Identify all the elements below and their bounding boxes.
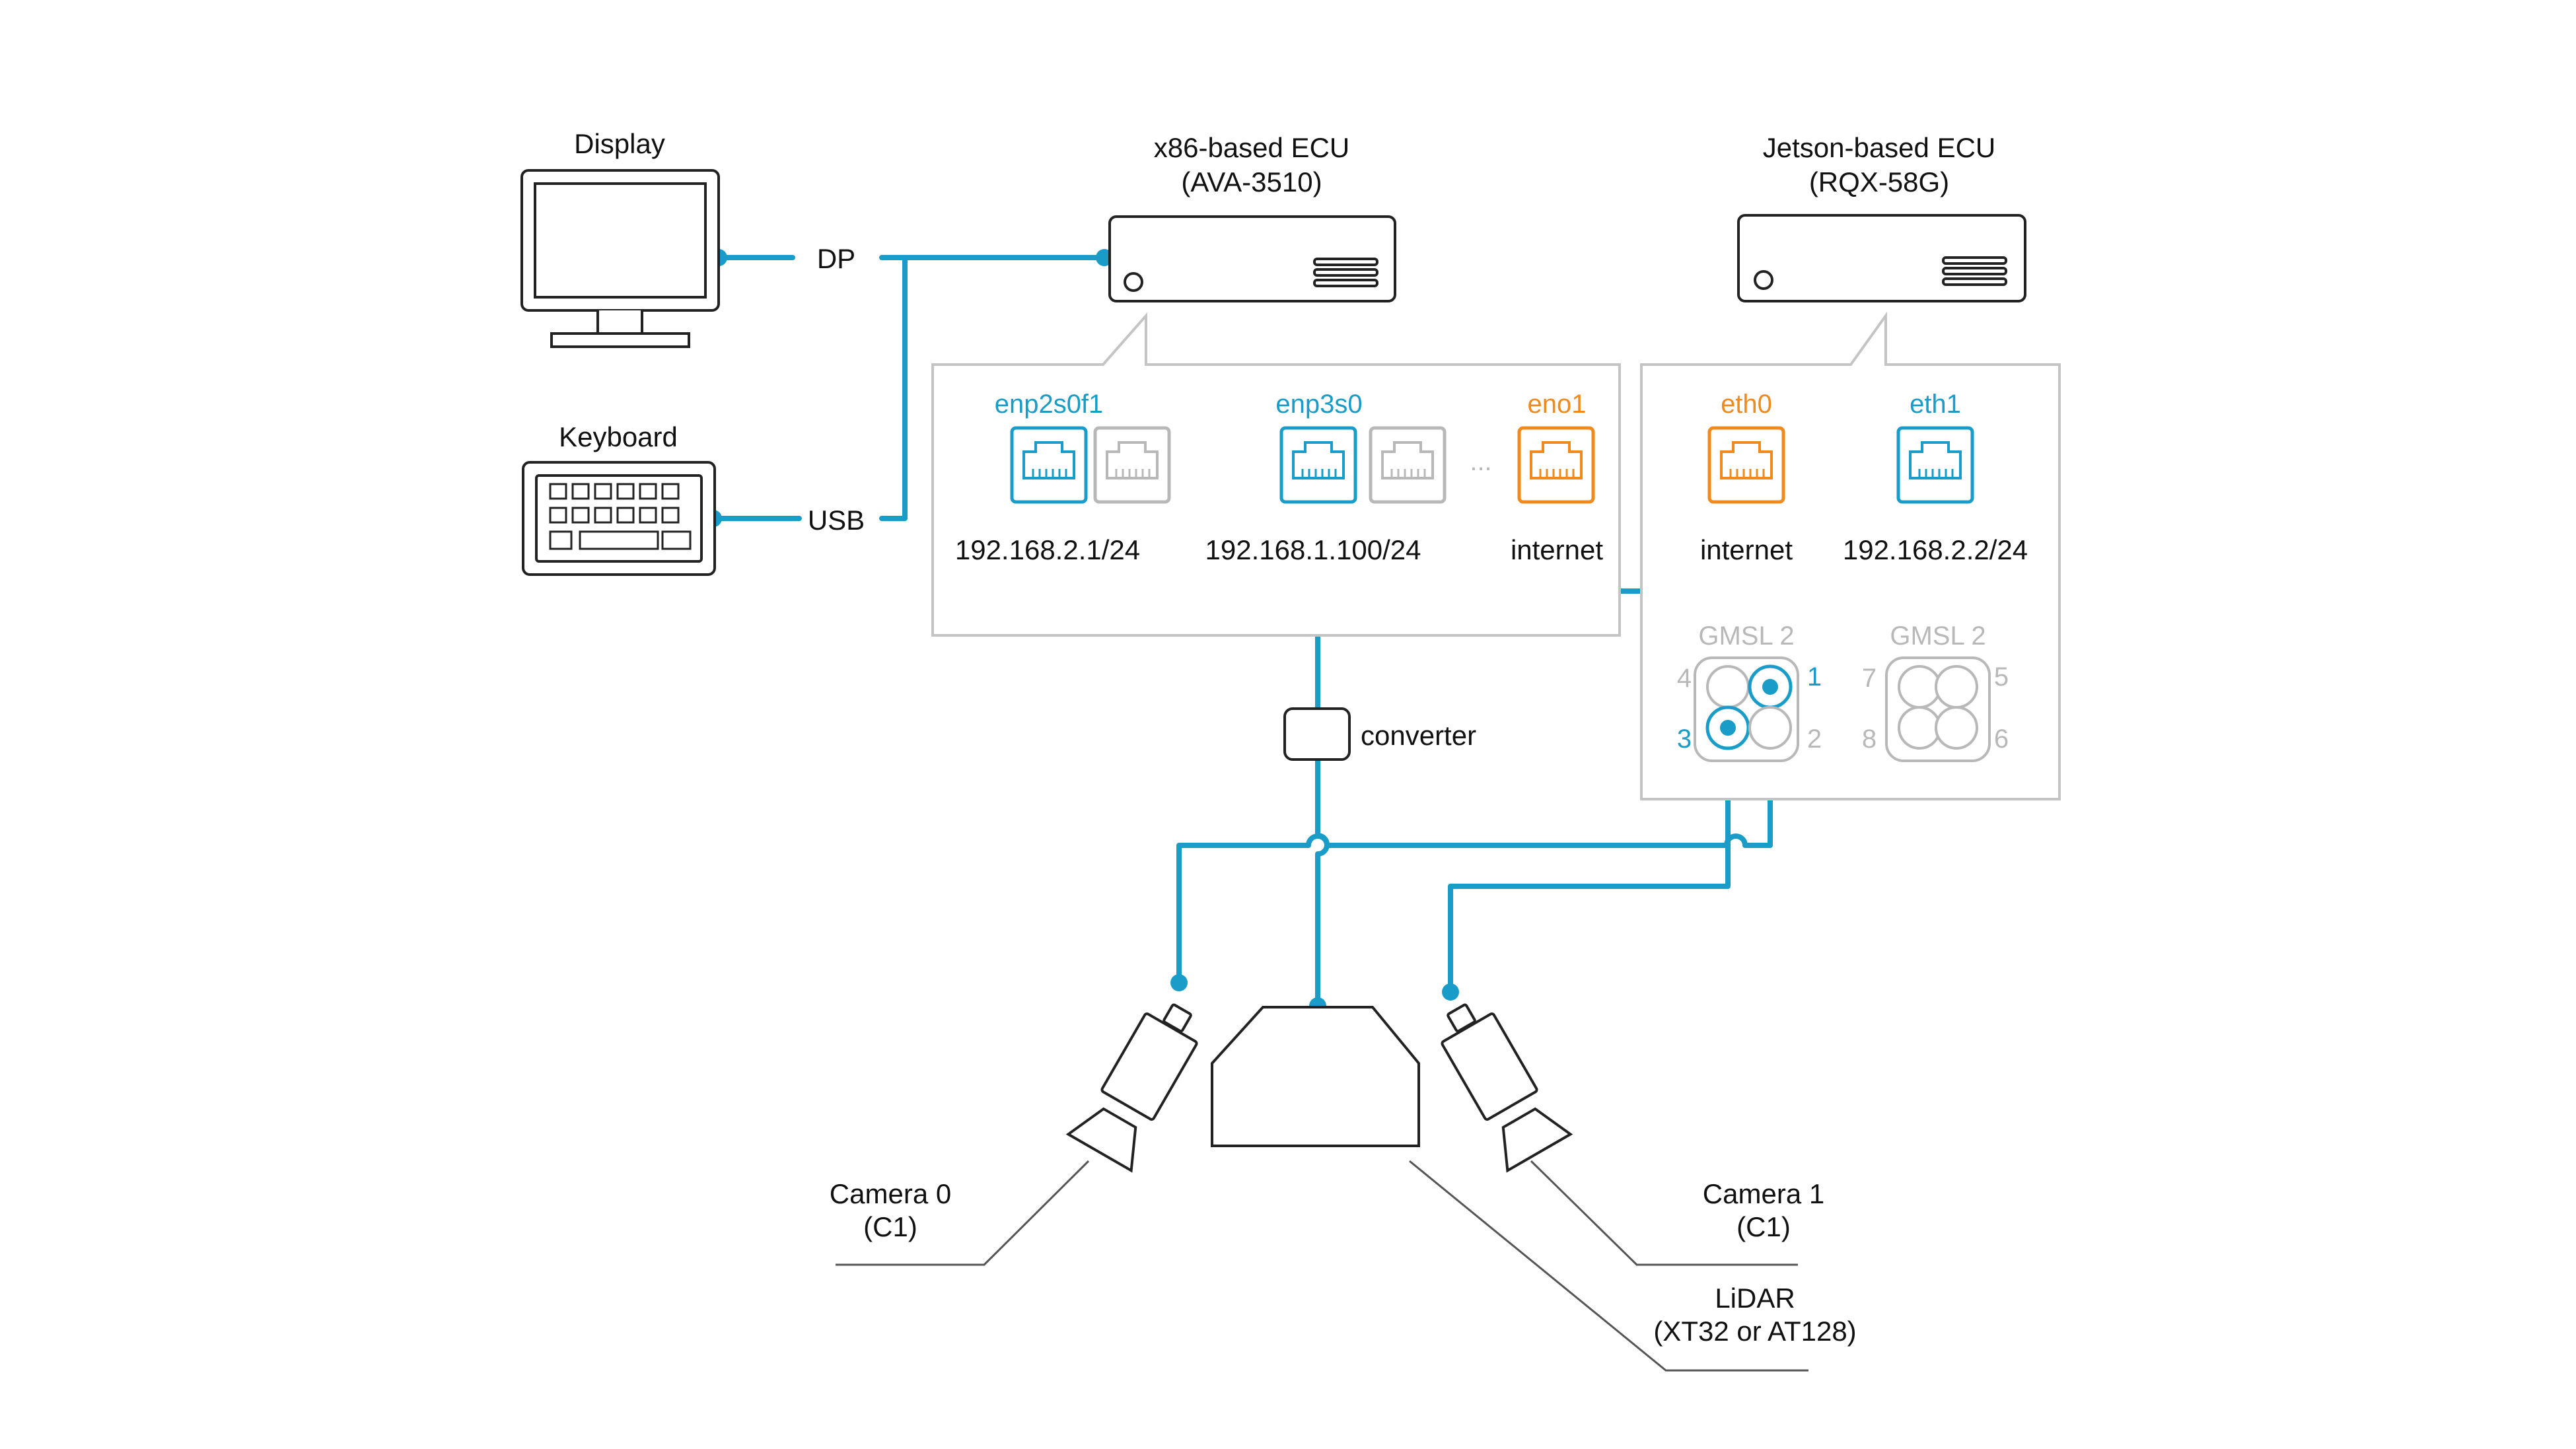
lidar-device (1211, 1006, 1420, 1147)
usb-label: USB (808, 505, 865, 536)
eth0-port-icon (1709, 428, 1783, 502)
lidar-leader (1409, 1160, 1808, 1372)
port-eth0-name: eth0 (1721, 390, 1772, 419)
port-eth0-address: internet (1700, 534, 1793, 565)
camera1-leader (1530, 1160, 1798, 1266)
usb-cable-ecu (879, 255, 908, 521)
gmsl-b-port-7: 7 (1862, 664, 1877, 693)
x86-ecu-model: (AVA-3510) (1181, 166, 1322, 197)
gmsl-connector-a (1694, 656, 1799, 762)
gmsl-b-port-6: 6 (1994, 725, 2009, 754)
port-eno1-name: eno1 (1528, 390, 1587, 419)
enp3s0-port-icon (1281, 428, 1355, 502)
camera1-label: Camera 1 (1703, 1178, 1824, 1209)
lidar-model: (XT32 or AT128) (1653, 1316, 1856, 1347)
camera0-leader (836, 1160, 1090, 1266)
link-gmsl1-camera0 (1176, 684, 1773, 985)
jetson-ecu-title: Jetson-based ECU (1763, 132, 1996, 163)
camera0-device (1065, 1003, 1198, 1173)
gmsl-a-port-1: 1 (1807, 662, 1822, 691)
link-gmsl3-camera1 (1448, 725, 1731, 995)
converter-box (1283, 707, 1351, 761)
gmsl-b-label: GMSL 2 (1890, 621, 1986, 651)
eno1-port-icon (1519, 428, 1593, 502)
port-enp3s0-address: 192.168.1.100/24 (1205, 534, 1421, 565)
camera1-device (1441, 1003, 1573, 1173)
keyboard-label: Keyboard (559, 421, 678, 452)
display-device (520, 169, 720, 348)
x86-ecu-device (1108, 215, 1396, 302)
x86-ecu-title: x86-based ECU (1154, 132, 1349, 163)
port-enp3s0-name: enp3s0 (1275, 390, 1362, 419)
gmsl-a-port-4: 4 (1677, 664, 1692, 693)
gmsl-a-port-2: 2 (1807, 725, 1822, 754)
converter-label: converter (1361, 720, 1476, 751)
dp-label: DP (817, 243, 855, 274)
gmsl-a-label: GMSL 2 (1698, 621, 1794, 651)
camera0-model: (C1) (863, 1211, 917, 1242)
link-converter-lidar (1315, 757, 1330, 1008)
keyboard-device (522, 461, 716, 576)
gmsl-connector-b (1885, 656, 1991, 762)
port-eth1-address: 192.168.2.2/24 (1843, 534, 2028, 565)
port-eno1-address: internet (1511, 534, 1603, 565)
port-enp2s0f1-name: enp2s0f1 (995, 390, 1104, 419)
display-label: Display (574, 128, 665, 159)
camera1-model: (C1) (1736, 1211, 1791, 1242)
x86-ports-panel (931, 312, 1621, 637)
lidar-label: LiDAR (1715, 1283, 1795, 1314)
gmsl-b-port-5: 5 (1994, 662, 2009, 691)
jetson-ecu-device (1737, 214, 2026, 302)
eth1-port-icon (1898, 428, 1972, 502)
gmsl-a-port-3: 3 (1677, 725, 1692, 754)
enp2s0f1-port-icon (1012, 428, 1086, 502)
x86-ellipsis: ... (1470, 447, 1491, 476)
port-eth1-name: eth1 (1910, 390, 1961, 419)
inactive-port-icon (1095, 428, 1169, 502)
inactive-port-icon (1371, 428, 1445, 502)
port-enp2s0f1-address: 192.168.2.1/24 (955, 534, 1140, 565)
jetson-ecu-model: (RQX-58G) (1809, 166, 1949, 197)
gmsl-b-port-8: 8 (1862, 725, 1877, 754)
camera0-label: Camera 0 (830, 1178, 951, 1209)
